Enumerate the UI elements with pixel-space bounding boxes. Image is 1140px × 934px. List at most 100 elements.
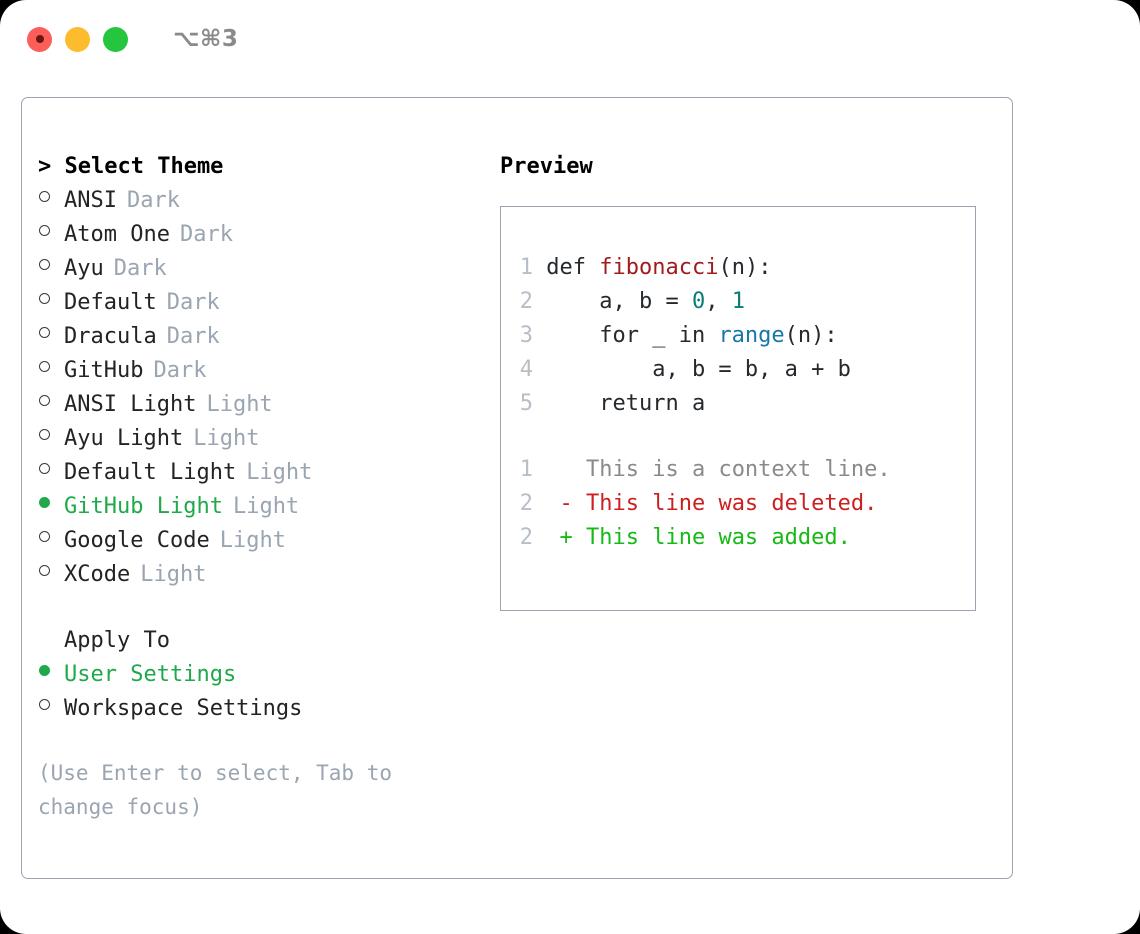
code-token: def xyxy=(546,255,600,280)
theme-option[interactable]: GitHub Light Light xyxy=(38,490,478,524)
theme-option[interactable]: XCode Light xyxy=(38,558,478,592)
radio-empty-icon xyxy=(39,565,50,576)
traffic-lights xyxy=(27,26,128,52)
diff-sample: 1 This is a context line.2 - This line w… xyxy=(509,453,891,555)
theme-variant-badge: Dark xyxy=(166,324,220,349)
title-bar: ⌥⌘3 xyxy=(0,0,1140,78)
theme-option-label: Ayu xyxy=(64,256,104,281)
diff-text: This is a context line. xyxy=(572,457,891,482)
theme-option[interactable]: ANSI Light Light xyxy=(38,388,478,422)
radio-empty-icon xyxy=(39,361,50,372)
radio-selected-icon xyxy=(39,665,50,676)
theme-option-label: ANSI xyxy=(64,188,117,213)
theme-variant-badge: Dark xyxy=(113,256,167,281)
theme-option-label: Atom One xyxy=(64,222,170,247)
diff-text: This line was deleted. xyxy=(572,491,878,516)
radio-empty-icon xyxy=(39,395,50,406)
theme-variant-badge: Dark xyxy=(179,222,233,247)
code-token: for _ in xyxy=(546,323,719,348)
apply-to-option-label: Workspace Settings xyxy=(64,696,303,721)
line-number: 1 xyxy=(519,255,533,280)
code-token: (n): xyxy=(784,323,838,348)
theme-option[interactable]: Ayu Light Light xyxy=(38,422,478,456)
theme-variant-badge: Light xyxy=(246,460,313,485)
diff-marker: + xyxy=(559,525,573,550)
diff-line: 2 - This line was deleted. xyxy=(509,487,891,521)
code-line: 2 a, b = 0, 1 xyxy=(509,285,851,319)
line-number: 4 xyxy=(519,357,533,382)
code-line: 1 def fibonacci(n): xyxy=(509,251,851,285)
theme-option-label: Ayu Light xyxy=(64,426,184,451)
radio-empty-icon xyxy=(39,531,50,542)
theme-option-label: GitHub Light xyxy=(64,494,223,519)
radio-empty-icon xyxy=(39,225,50,236)
theme-variant-badge: Light xyxy=(232,494,300,519)
theme-option-label: GitHub xyxy=(64,358,144,383)
maximize-button[interactable] xyxy=(103,26,128,52)
theme-variant-badge: Light xyxy=(140,562,207,587)
minimize-button[interactable] xyxy=(65,26,90,52)
theme-option[interactable]: Ayu Dark xyxy=(38,252,478,286)
radio-empty-icon xyxy=(39,463,50,474)
code-token: a, b = xyxy=(546,289,692,314)
radio-empty-icon xyxy=(39,327,50,338)
code-line: 5 return a xyxy=(509,387,851,421)
apply-to-header: Apply To xyxy=(64,628,170,653)
line-number: 2 xyxy=(519,525,533,550)
code-line: 4 a, b = b, a + b xyxy=(509,353,851,387)
code-token: return a xyxy=(546,391,706,416)
line-number: 2 xyxy=(519,491,533,516)
diff-text: This line was added. xyxy=(572,525,851,550)
code-token: (n): xyxy=(718,255,772,280)
line-number: 1 xyxy=(519,457,533,482)
diff-line: 1 This is a context line. xyxy=(509,453,891,487)
theme-variant-badge: Light xyxy=(193,426,260,451)
theme-option[interactable]: ANSI Dark xyxy=(38,184,478,218)
apply-to-option[interactable]: Workspace Settings xyxy=(38,692,478,726)
theme-option-label: ANSI Light xyxy=(64,392,197,417)
line-number: 2 xyxy=(519,289,533,314)
select-theme-header: > Select Theme xyxy=(38,154,224,179)
radio-empty-icon xyxy=(39,429,50,440)
theme-option-label: Google Code xyxy=(64,528,210,553)
theme-variant-badge: Dark xyxy=(126,188,180,213)
theme-option-label: Default xyxy=(64,290,157,315)
diff-marker: - xyxy=(559,491,573,516)
code-token: , xyxy=(705,289,732,314)
theme-variant-badge: Dark xyxy=(153,358,207,383)
radio-empty-icon xyxy=(39,293,50,304)
diff-line: 2 + This line was added. xyxy=(509,521,891,555)
line-number: 3 xyxy=(519,323,533,348)
apply-to-option[interactable]: User Settings xyxy=(38,658,478,692)
theme-variant-badge: Light xyxy=(206,392,273,417)
preview-column: Preview 1 def fibonacci(n):2 a, b = 0, 1… xyxy=(500,150,1000,611)
diff-marker xyxy=(560,457,573,482)
apply-to-option-label: User Settings xyxy=(64,662,237,687)
theme-option-label: Default Light xyxy=(64,460,237,485)
code-token: 1 xyxy=(731,289,745,314)
radio-empty-icon xyxy=(39,191,50,202)
code-token: 0 xyxy=(691,289,706,314)
radio-empty-icon xyxy=(39,259,50,270)
code-line: 3 for _ in range(n): xyxy=(509,319,851,353)
theme-option[interactable]: Default Light Light xyxy=(38,456,478,490)
theme-option[interactable]: Atom One Dark xyxy=(38,218,478,252)
close-button[interactable] xyxy=(27,26,52,52)
code-token: fibonacci xyxy=(599,255,719,280)
keyboard-hint-text: (Use Enter to select, Tab to change focu… xyxy=(38,761,393,819)
theme-option-label: XCode xyxy=(64,562,131,587)
code-token: range xyxy=(718,323,785,348)
theme-option[interactable]: GitHub Dark xyxy=(38,354,478,388)
code-token: a, b = b, a + b xyxy=(546,357,851,382)
